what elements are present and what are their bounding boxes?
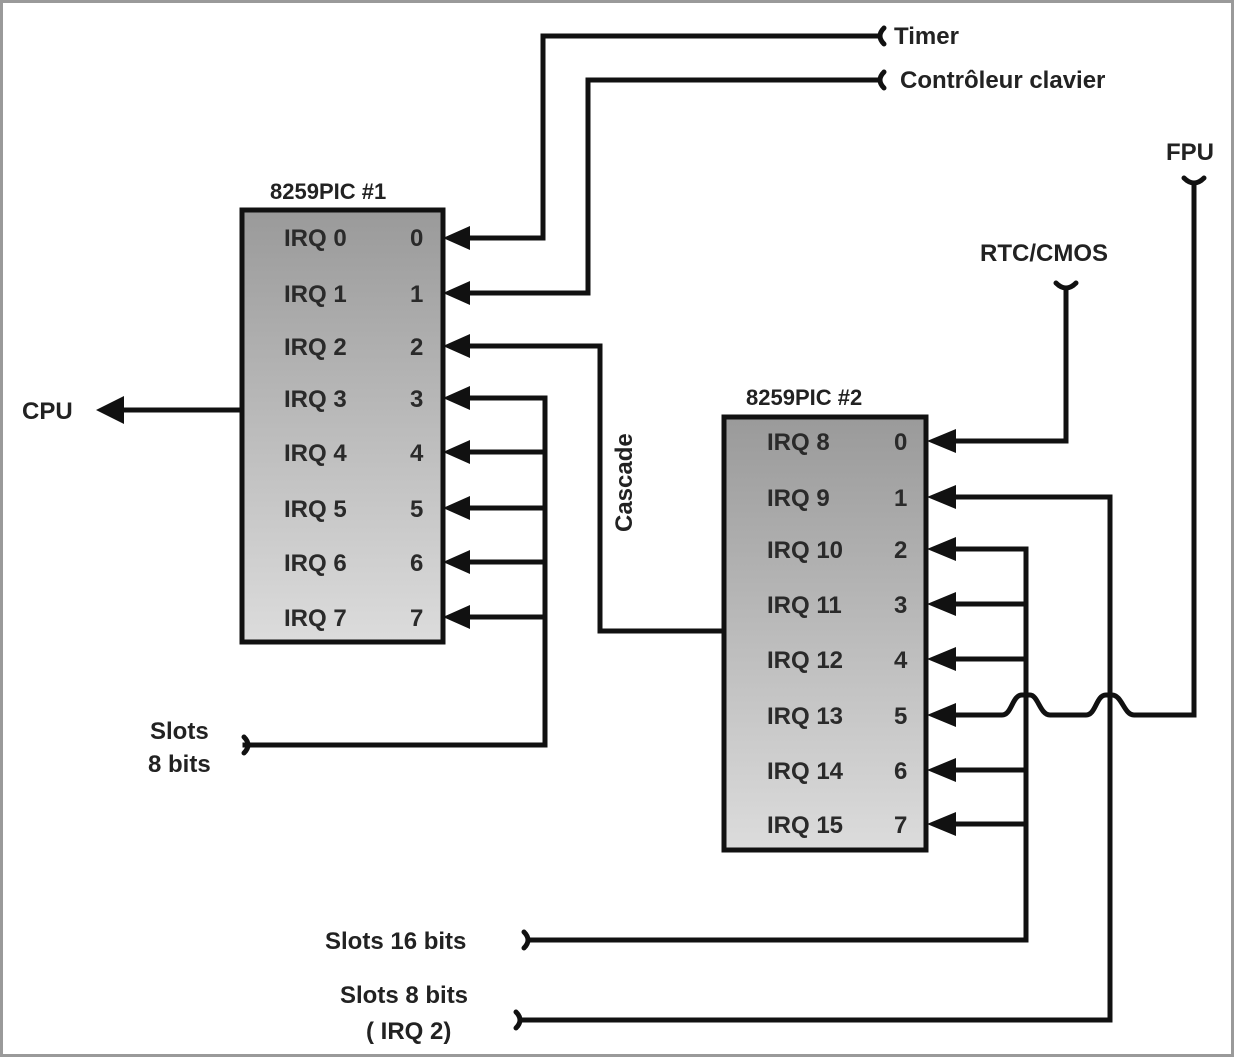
arrow-irq6 <box>443 550 470 574</box>
pic2-pin-label: 5 <box>894 703 907 730</box>
arrow-irq11 <box>927 592 956 616</box>
wires <box>117 33 1197 1023</box>
pic2-title: 8259PIC #2 <box>746 385 862 410</box>
pic1-irq-label: IRQ 2 <box>284 334 347 361</box>
pic1-title: 8259PIC #1 <box>270 179 386 204</box>
slots16-label: Slots 16 bits <box>325 928 466 955</box>
pic1-irq-label: IRQ 6 <box>284 550 347 577</box>
arrow-irq10 <box>927 537 956 561</box>
wire-cascade <box>465 343 727 634</box>
pic2-chip: 8259PIC #2 IRQ 8 0 IRQ 9 1 IRQ 10 2 IRQ … <box>721 385 929 853</box>
pic2-irq-label: IRQ 15 <box>767 812 843 839</box>
pic2-pin-label: 4 <box>894 647 908 674</box>
pic1-irq-label: IRQ 7 <box>284 605 347 632</box>
connector-slots8 <box>241 734 251 756</box>
wire-slots8-irq2 <box>519 494 1113 1023</box>
pic2-pin-label: 0 <box>894 429 907 456</box>
wire-fpu <box>951 182 1197 718</box>
arrow-irq1 <box>443 281 470 305</box>
pic1-irq-label: IRQ 1 <box>284 281 347 308</box>
external-labels: Timer Contrôleur clavier FPU RTC/CMOS CP… <box>22 23 1214 1045</box>
connector-timer <box>877 25 887 47</box>
slots8-irq2-label-line2: ( IRQ 2) <box>366 1018 451 1045</box>
pic2-irq-label: IRQ 9 <box>767 485 830 512</box>
slots8-label-line1: Slots <box>150 718 209 745</box>
pic2-irq-label: IRQ 12 <box>767 647 843 674</box>
pic2-pin-label: 7 <box>894 812 907 839</box>
pic1-body <box>239 207 446 645</box>
pic1-pin-label: 5 <box>410 496 423 523</box>
pic2-irq-label: IRQ 13 <box>767 703 843 730</box>
pic2-irq-label: IRQ 8 <box>767 429 830 456</box>
pic1-pin-label: 6 <box>410 550 423 577</box>
arrow-irq13 <box>927 703 956 727</box>
pic1-irq-label: IRQ 0 <box>284 225 347 252</box>
pic2-irq-label: IRQ 10 <box>767 537 843 564</box>
slots8-label-line2: 8 bits <box>148 751 211 778</box>
connector-keyboard <box>877 69 887 91</box>
connectors <box>241 25 1207 1031</box>
pic1-pin-label: 2 <box>410 334 423 361</box>
pic1-irq-label: IRQ 4 <box>284 440 347 467</box>
wire-slots8-bus <box>242 395 548 748</box>
connector-fpu <box>1181 175 1207 186</box>
arrow-irq4 <box>443 440 470 464</box>
pic2-pin-label: 1 <box>894 485 907 512</box>
pic2-pin-label: 2 <box>894 537 907 564</box>
pic1-pin-label: 4 <box>410 440 424 467</box>
pic2-body <box>721 414 929 853</box>
arrow-irq5 <box>443 496 470 520</box>
slots8-irq2-label-line1: Slots 8 bits <box>340 982 468 1009</box>
wire-slots16-bus <box>527 546 1029 943</box>
arrow-irq12 <box>927 647 956 671</box>
pic2-irq-label: IRQ 14 <box>767 758 844 785</box>
pic1-irq-label: IRQ 5 <box>284 496 347 523</box>
arrow-irq7 <box>443 605 470 629</box>
wire-rtc <box>951 287 1069 444</box>
pic1-chip: 8259PIC #1 IRQ 0 0 IRQ 1 1 IRQ 2 2 IRQ 3… <box>239 179 446 645</box>
connector-slots16 <box>521 929 531 951</box>
connector-slots8-irq2 <box>513 1009 523 1031</box>
wire-timer <box>465 33 881 241</box>
connector-rtc <box>1053 280 1079 291</box>
cascade-label: Cascade <box>611 433 638 532</box>
pic1-pin-label: 1 <box>410 281 423 308</box>
timer-label: Timer <box>894 23 959 50</box>
pic2-pin-label: 3 <box>894 592 907 619</box>
pic2-pin-label: 6 <box>894 758 907 785</box>
pic1-pin-label: 7 <box>410 605 423 632</box>
arrowheads <box>96 226 956 836</box>
cpu-label: CPU <box>22 398 73 425</box>
arrow-irq2 <box>443 334 470 358</box>
pic1-irq-label: IRQ 3 <box>284 386 347 413</box>
arrow-irq3 <box>443 386 470 410</box>
pic1-pin-label: 3 <box>410 386 423 413</box>
keyboard-controller-label: Contrôleur clavier <box>900 67 1105 94</box>
arrow-irq14 <box>927 758 956 782</box>
arrow-irq8 <box>927 429 956 453</box>
arrow-irq0 <box>443 226 470 250</box>
fpu-label: FPU <box>1166 139 1214 166</box>
arrow-irq9 <box>927 485 956 509</box>
arrow-cpu <box>96 396 124 424</box>
pic2-irq-label: IRQ 11 <box>767 592 842 619</box>
arrow-irq15 <box>927 812 956 836</box>
pic1-pin-label: 0 <box>410 225 423 252</box>
wire-keyboard <box>465 77 881 296</box>
rtc-cmos-label: RTC/CMOS <box>980 240 1108 267</box>
